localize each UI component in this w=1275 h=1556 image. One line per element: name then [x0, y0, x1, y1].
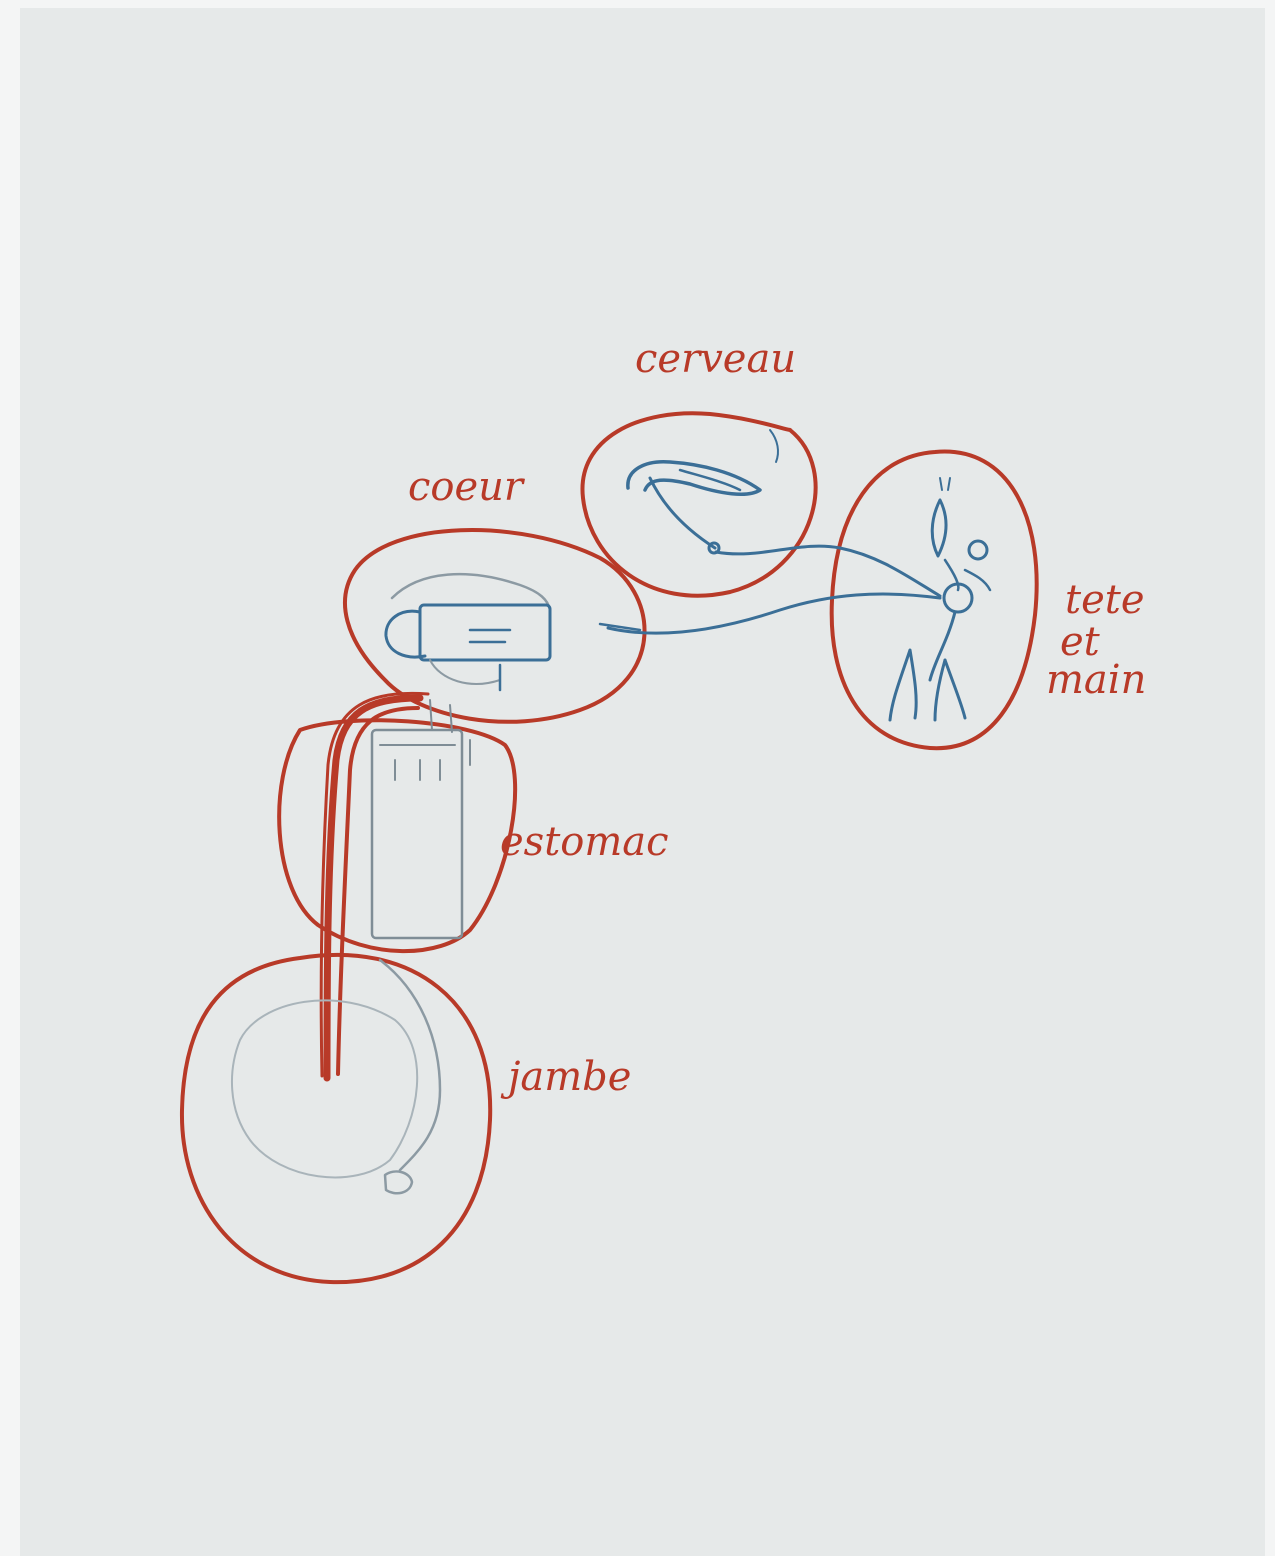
cable-cerveau-to-tete — [716, 546, 940, 596]
tete-main-loop — [832, 452, 1037, 749]
label-main: main — [1046, 657, 1146, 703]
label-jambe: jambe — [500, 1054, 631, 1100]
estomac-loop — [279, 720, 515, 951]
label-coeur: coeur — [408, 464, 526, 510]
estomac-sketch — [372, 700, 470, 938]
coeur-loop — [345, 530, 645, 722]
red-vessel-inner — [338, 708, 418, 1074]
cable-coeur-to-tete — [608, 594, 940, 633]
label-tete: tete — [1065, 577, 1145, 623]
label-estomac: estomac — [500, 819, 669, 865]
jambe-sketch — [232, 960, 440, 1193]
cerveau-sketch — [628, 430, 778, 553]
coeur-sketch — [386, 574, 550, 690]
label-cerveau: cerveau — [635, 336, 796, 382]
jambe-loop — [182, 955, 490, 1282]
